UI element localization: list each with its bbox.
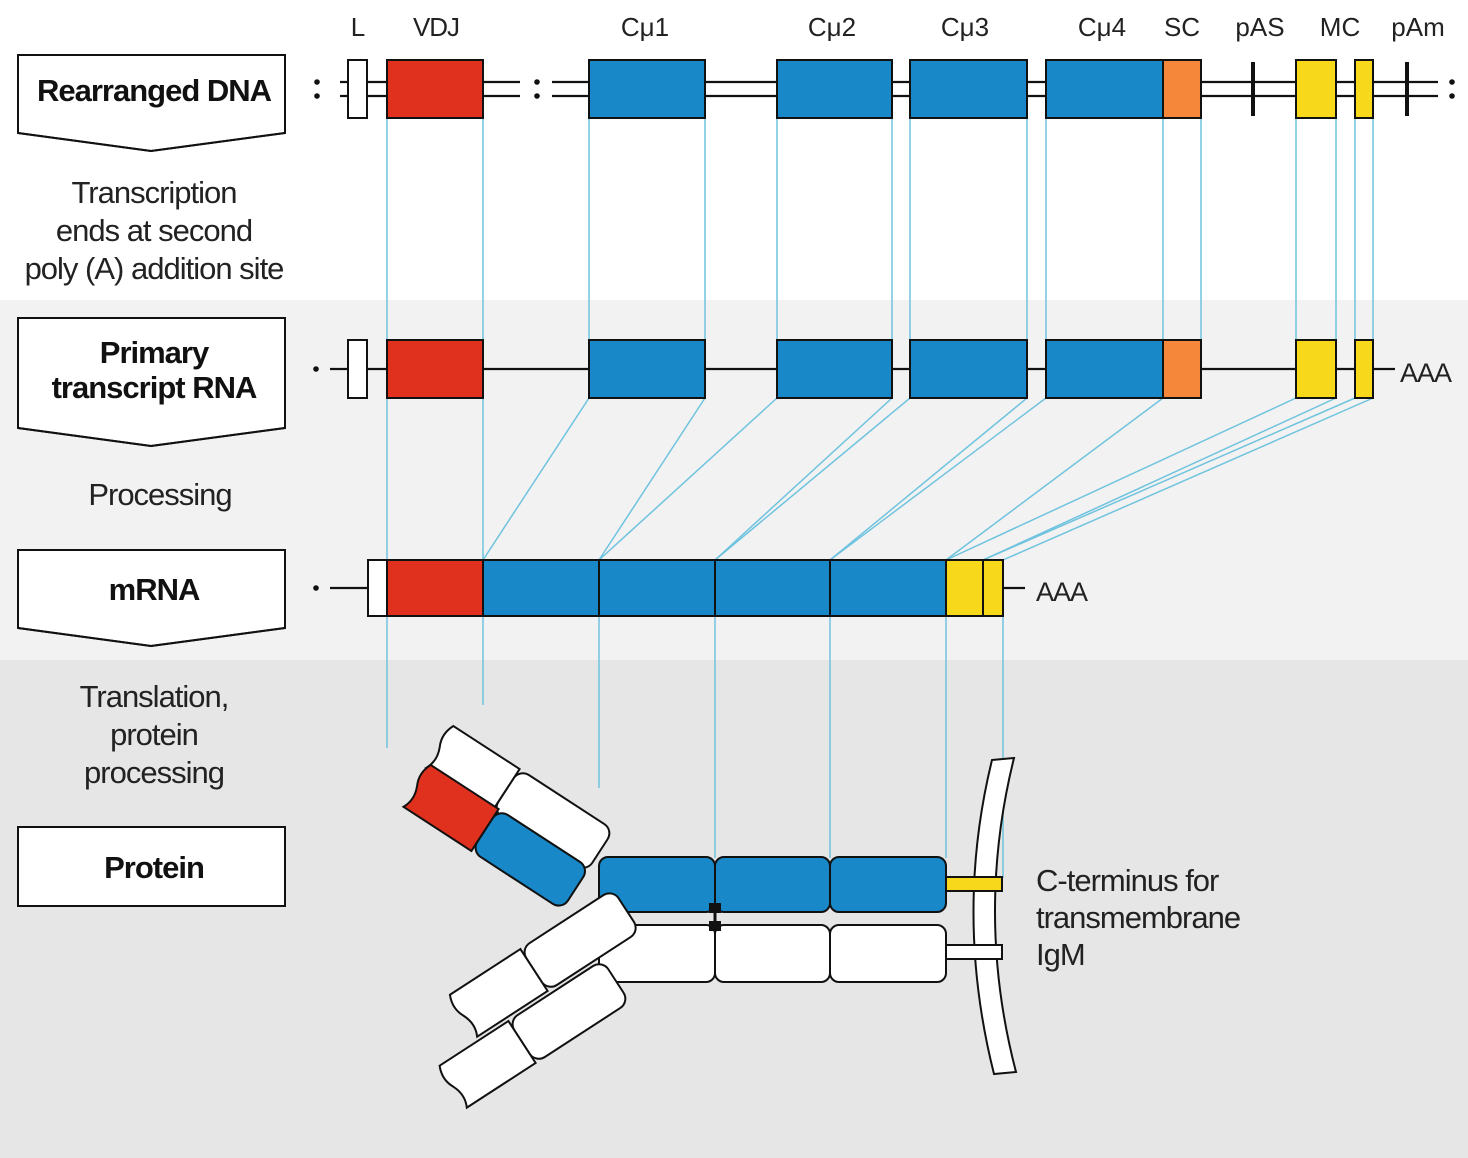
mrna-mc-1 bbox=[946, 560, 983, 616]
dna-sc-exon bbox=[1163, 60, 1201, 118]
label-sc: SC bbox=[1164, 12, 1200, 42]
primary-cu4-exon bbox=[1046, 340, 1163, 398]
mrna-cu2 bbox=[599, 560, 715, 616]
svg-text:IgM: IgM bbox=[1036, 937, 1085, 972]
primary-polya-tail: AAA bbox=[1400, 358, 1452, 388]
mrna-vdj bbox=[387, 560, 483, 616]
svg-text:processing: processing bbox=[84, 755, 224, 790]
dna-leader-exon bbox=[348, 60, 367, 118]
label-cu2: Cμ2 bbox=[808, 12, 856, 42]
mrna-mc-2 bbox=[983, 560, 1003, 616]
primary-vdj-exon bbox=[387, 340, 483, 398]
label-pas: pAS bbox=[1235, 12, 1284, 42]
label-l: L bbox=[351, 12, 365, 42]
dna-row bbox=[314, 60, 1455, 118]
mrna-row: AAA bbox=[313, 560, 1088, 616]
primary-mc-exon-1 bbox=[1296, 340, 1336, 398]
dna-mc-exon-2 bbox=[1355, 60, 1373, 118]
label-cu4: Cμ4 bbox=[1078, 12, 1126, 42]
svg-text:Processing: Processing bbox=[88, 477, 231, 512]
stage-label-primary-2: transcript RNA bbox=[52, 370, 257, 405]
svg-text:ends at second: ends at second bbox=[56, 213, 252, 248]
mrna-polya-tail: AAA bbox=[1036, 577, 1088, 607]
second-heavy-chain-cu3 bbox=[715, 925, 830, 982]
dna-mc-exon-1 bbox=[1296, 60, 1336, 118]
primary-mc-exon-2 bbox=[1355, 340, 1373, 398]
svg-text:C-terminus for: C-terminus for bbox=[1036, 863, 1219, 898]
primary-cu1-exon bbox=[589, 340, 705, 398]
stage-box-mrna: mRNA bbox=[18, 550, 285, 646]
svg-text:Translation,: Translation, bbox=[80, 679, 229, 714]
heavy-chain-cu3 bbox=[715, 857, 830, 912]
stage-label-mrna: mRNA bbox=[109, 572, 200, 607]
stage-box-dna: Rearranged DNA bbox=[18, 55, 285, 151]
primary-sc-exon bbox=[1163, 340, 1201, 398]
heavy-chain-transmembrane-tail bbox=[946, 877, 1002, 891]
step-transcription: Transcription ends at second poly (A) ad… bbox=[25, 175, 284, 286]
segment-labels: L VDJ Cμ1 Cμ2 Cμ3 Cμ4 SC pAS MC pAm bbox=[351, 12, 1445, 42]
step-processing: Processing bbox=[88, 477, 231, 512]
svg-text:protein: protein bbox=[110, 717, 198, 752]
heavy-chain-cu4 bbox=[830, 857, 946, 912]
mrna-leader bbox=[368, 560, 387, 616]
svg-text:poly (A) addition site: poly (A) addition site bbox=[25, 251, 284, 286]
mrna-cu3 bbox=[715, 560, 830, 616]
svg-text:Transcription: Transcription bbox=[71, 175, 236, 210]
stage-box-protein: Protein bbox=[18, 827, 285, 906]
primary-leader-exon bbox=[348, 340, 367, 398]
label-vdj: VDJ bbox=[413, 12, 459, 42]
label-mc: MC bbox=[1320, 12, 1360, 42]
label-pam: pAm bbox=[1391, 12, 1444, 42]
light-heavy-chain-tail bbox=[946, 945, 1002, 959]
second-heavy-chain-cu4 bbox=[830, 925, 946, 982]
label-cu3: Cμ3 bbox=[941, 12, 989, 42]
dna-vdj-exon bbox=[387, 60, 483, 118]
primary-cu2-exon bbox=[777, 340, 892, 398]
stage-box-primary-transcript: Primary transcript RNA bbox=[18, 318, 285, 446]
primary-cu3-exon bbox=[910, 340, 1027, 398]
mrna-cu4 bbox=[830, 560, 946, 616]
label-cu1: Cμ1 bbox=[621, 12, 669, 42]
dna-cu2-exon bbox=[777, 60, 892, 118]
dna-cu3-exon bbox=[910, 60, 1027, 118]
stage-label-primary-1: Primary bbox=[100, 335, 210, 370]
stage-label-dna: Rearranged DNA bbox=[37, 73, 272, 108]
svg-text:transmembrane: transmembrane bbox=[1036, 900, 1240, 935]
stage-label-protein: Protein bbox=[104, 850, 204, 885]
dna-cu1-exon bbox=[589, 60, 705, 118]
mrna-cu1 bbox=[483, 560, 599, 616]
dna-cu4-exon bbox=[1046, 60, 1163, 118]
